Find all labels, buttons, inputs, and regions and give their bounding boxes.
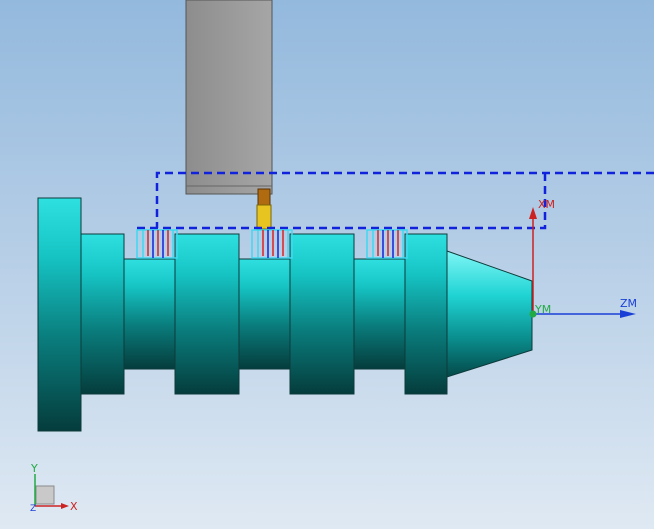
zm-label: ZM [620,297,637,310]
grooving-tool[interactable] [185,0,273,230]
triad-x-arrow-icon [61,503,69,509]
csys-origin-icon [529,310,537,318]
groove-section-3[interactable] [353,258,406,370]
view-triad[interactable]: Y X Z [30,462,78,514]
toolpath-approach[interactable] [155,171,654,228]
xm-label: XM [538,198,555,211]
toolpath-retract[interactable] [135,173,547,230]
groove-section-1[interactable] [123,258,176,370]
triad-y-label: Y [30,462,38,475]
triad-plane-icon [35,485,55,505]
taper-cone[interactable] [446,250,533,378]
toolpath[interactable] [135,171,654,230]
triad-x-label: X [70,500,78,513]
groove-paths-1[interactable] [136,229,178,259]
ym-label: YM [534,303,551,316]
tool-holder[interactable] [185,0,273,195]
land-2[interactable] [289,233,355,395]
triad-z-label: Z [30,504,36,514]
chuck-flange[interactable] [37,197,82,432]
tool-insert[interactable] [256,204,272,230]
groove-section-2[interactable] [238,258,291,370]
land-1[interactable] [174,233,240,395]
land-3[interactable] [404,233,448,395]
zm-arrow-icon [620,310,636,318]
groove-paths-3[interactable] [366,229,408,259]
shaft-step-1[interactable] [80,233,125,395]
xm-arrow-icon [529,207,537,219]
groove-paths-2[interactable] [251,229,293,259]
tool-shank[interactable] [257,188,271,207]
machine-csys[interactable]: XM ZM YM [529,198,637,318]
workpiece[interactable] [37,197,533,432]
